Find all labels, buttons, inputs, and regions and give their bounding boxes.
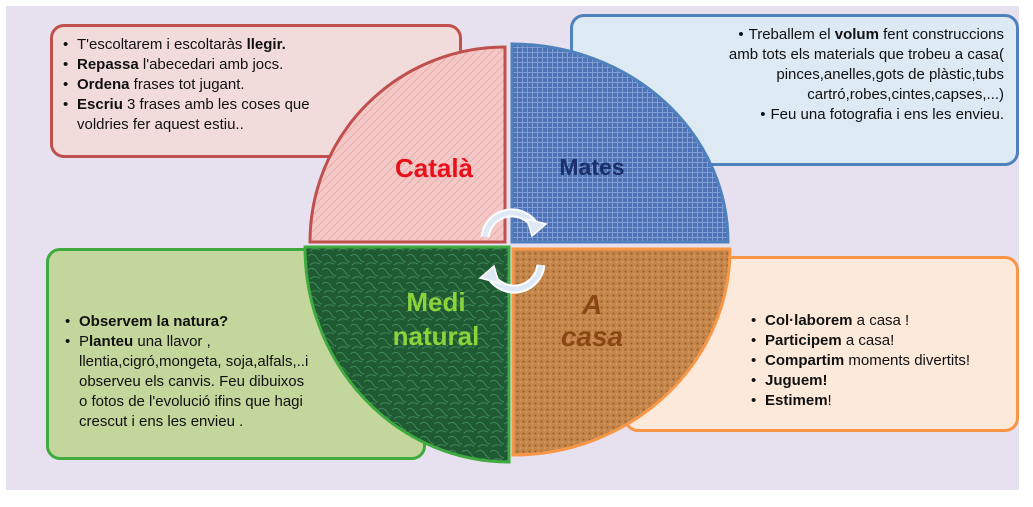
list-item: Juguem! [751,371,1016,391]
catala-label: Català [394,153,474,183]
mates-activity-list: Treballem el volum fent construccions am… [573,25,1004,125]
a-casa-label: A casa [532,289,652,353]
mates-label: Mates [559,154,625,180]
list-item: Observem la natura? [65,312,423,332]
medi-label-line1: Medi [406,287,466,317]
catala-quadrant [308,45,507,244]
list-item: Planteu una llavor , llentia,cigró,monge… [65,332,315,432]
list-item: Compartim moments divertits! [751,351,1016,371]
list-item: Participem a casa! [751,331,1016,351]
list-item: Estimem! [751,391,1016,411]
casa-label-line1: A [581,289,603,320]
medi-natural-quadrant [303,245,511,464]
list-item: T'escoltarem i escoltaràs llegir. [63,35,459,55]
list-item: Feu una fotografia i ens les envieu. [573,105,1004,125]
casa-activity-list: Col·laborem a casa ! Participem a casa! … [751,311,1016,411]
list-item: Ordena frases tot jugant. [63,75,459,95]
list-item: Treballem el volum fent construccions am… [723,25,1004,105]
medi-label-line2: natural [392,321,480,351]
mates-quadrant [510,42,730,244]
catala-activity-list: T'escoltarem i escoltaràs llegir. Repass… [63,35,459,135]
list-item: Repassa l'abecedari amb jocs. [63,55,459,75]
medi-activity-list: Observem la natura? Planteu una llavor ,… [65,312,423,432]
list-item: Col·laborem a casa ! [751,311,1016,331]
cycle-arrows-icon [478,208,548,294]
a-casa-quadrant [511,247,732,457]
list-item: Escriu 3 frases amb les coses que voldri… [63,95,317,135]
casa-label-line2: casa [560,321,624,352]
medi-natural-label: Medi natural [376,285,496,353]
